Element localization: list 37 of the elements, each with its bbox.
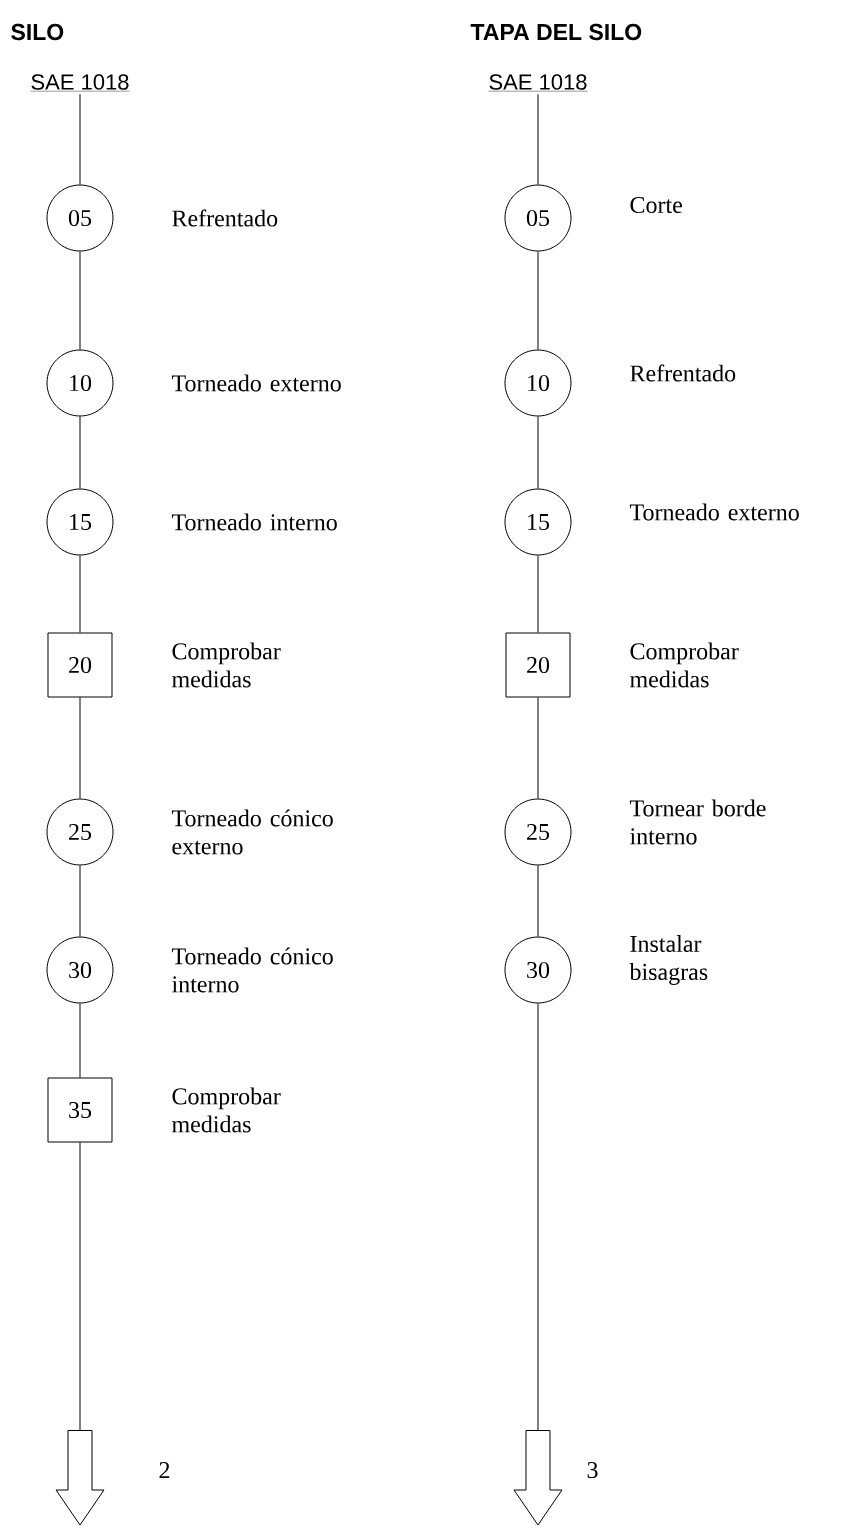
connector-line bbox=[537, 251, 539, 350]
step-description: Corte bbox=[630, 196, 682, 214]
connector-number: 3 bbox=[587, 1461, 598, 1479]
step-description: Refrentado bbox=[630, 364, 736, 382]
step-description: Tornear borde interno bbox=[629, 799, 766, 845]
inspection-box: 20 bbox=[47, 632, 113, 698]
step-description: Refrentado bbox=[172, 209, 278, 227]
step-description: Comprobar medidas bbox=[172, 642, 281, 688]
connector-line bbox=[537, 416, 539, 489]
connector-line bbox=[79, 93, 81, 185]
connector-number: 2 bbox=[159, 1462, 170, 1478]
material-label: SAE 1018 bbox=[30, 74, 130, 92]
connector-line bbox=[79, 697, 81, 799]
connector-line bbox=[79, 865, 81, 937]
inspection-box: 35 bbox=[47, 1077, 113, 1143]
column-heading: TAPA DEL SILO bbox=[470, 23, 642, 41]
connector-line bbox=[79, 1142, 81, 1431]
connector-line bbox=[537, 697, 539, 799]
step-description: Torneado externo bbox=[171, 374, 341, 392]
material-label: SAE 1018 bbox=[488, 74, 588, 92]
step-description: Instalar bisagras bbox=[629, 935, 708, 985]
step-description: Torneado externo bbox=[629, 503, 799, 521]
step-description: Comprobar medidas bbox=[630, 642, 739, 688]
connector-line bbox=[79, 251, 81, 350]
step-description: Comprobar medidas bbox=[172, 1087, 281, 1133]
inspection-box: 20 bbox=[505, 632, 571, 698]
step-description: Torneado cónico externo bbox=[171, 809, 333, 855]
step-description: Torneado interno bbox=[171, 513, 337, 531]
connector-line bbox=[79, 555, 81, 633]
connector-line bbox=[537, 865, 539, 937]
column-heading: SILO bbox=[11, 23, 64, 41]
step-description: Torneado cónico interno bbox=[171, 947, 333, 993]
connector-line bbox=[537, 93, 539, 185]
connector-line bbox=[537, 555, 539, 633]
connector-line bbox=[79, 416, 81, 489]
connector-line bbox=[79, 1003, 81, 1078]
connector-line bbox=[537, 1003, 539, 1431]
